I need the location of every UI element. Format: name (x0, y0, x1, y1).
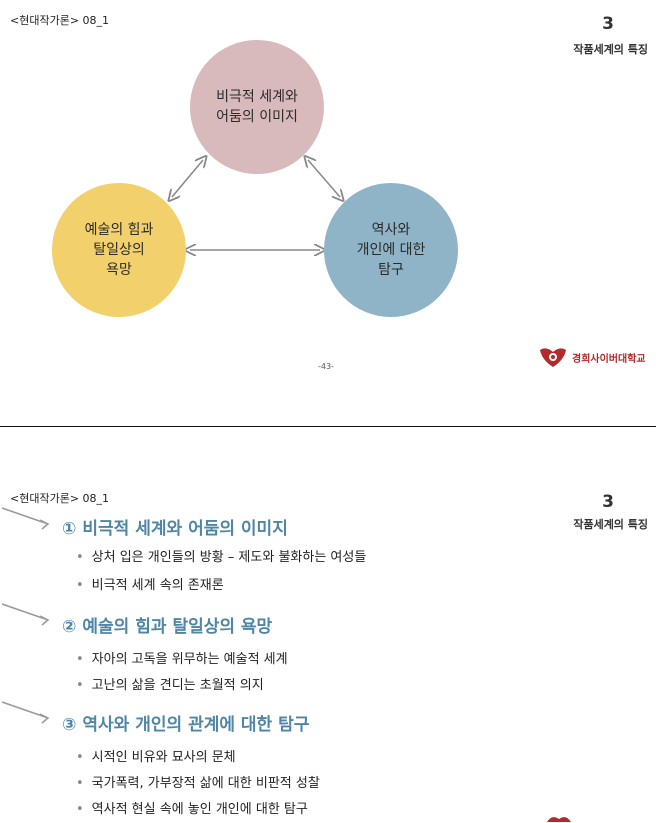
bullet-item: 고난의 삶을 견디는 초월적 의지 (76, 674, 264, 693)
bullet-item: 상처 입은 개인들의 방황 – 제도와 불화하는 여성들 (76, 546, 367, 565)
university-name: 경희사이버대학교 (572, 353, 646, 365)
university-logo: 경희사이버대학교 (538, 346, 646, 368)
page-title: 작품세계의 특징 (573, 518, 648, 531)
university-emblem-icon (547, 817, 571, 822)
bullet-item: 역사적 현실 속에 놓인 개인에 대한 탐구 (76, 798, 308, 817)
relation-arrows (0, 0, 656, 426)
section-1-title: 비극적 세계와 어둠의 이미지 (82, 519, 288, 539)
bullet-item: 시적인 비유와 묘사의 문체 (76, 746, 236, 765)
circle-tragic-world: 비극적 세계와 어둠의 이미지 (190, 40, 324, 174)
footer-page-number: -43- (318, 362, 334, 371)
page-title: 작품세계의 특징 (573, 43, 648, 56)
circle-top-line-1: 비극적 세계와 (216, 89, 298, 105)
section-3-title: 역사와 개인의 관계에 대한 탐구 (82, 715, 310, 735)
arrow-top-left (172, 160, 203, 197)
slide-1: <현대작가론> 08_1 3 작품세계의 특징 비극적 세계와 어둠의 이미지 … (0, 0, 656, 426)
page-number: 3 (602, 492, 614, 512)
circle-art-power: 예술의 힘과 탈일상의 욕망 (52, 183, 186, 317)
circle-right-line-1: 역사와 (371, 222, 411, 238)
circle-left-line-2: 탈일상의 (93, 242, 145, 258)
bullet-item: 비극적 세계 속의 존재론 (76, 574, 224, 593)
circle-right-line-3: 탐구 (378, 262, 404, 278)
circle-left-line-3: 욕망 (106, 262, 132, 278)
bullet-item: 자아의 고독을 위무하는 예술적 세계 (76, 648, 288, 667)
circle-history-individual: 역사와 개인에 대한 탐구 (324, 183, 458, 317)
bullet-item: 국가폭력, 가부장적 삶에 대한 비판적 성찰 (76, 772, 320, 791)
circle-left-line-1: 예술의 힘과 (84, 222, 154, 238)
university-emblem-icon (540, 348, 566, 367)
section-2-title: 예술의 힘과 탈일상의 욕망 (82, 617, 273, 637)
slide-divider (0, 426, 656, 427)
section-pointer-arrows (1, 507, 50, 724)
circle-top-line-2: 어둠의 이미지 (216, 109, 298, 125)
section-1-number: ① (62, 519, 77, 539)
arrow-top-right (308, 160, 340, 197)
page-number: 3 (602, 14, 614, 34)
course-label: <현대작가론> 08_1 (10, 492, 110, 505)
section-3-number: ③ (62, 715, 77, 735)
course-label: <현대작가론> 08_1 (10, 14, 110, 27)
circle-right-line-2: 개인에 대한 (356, 242, 426, 258)
section-2-number: ② (62, 617, 77, 637)
